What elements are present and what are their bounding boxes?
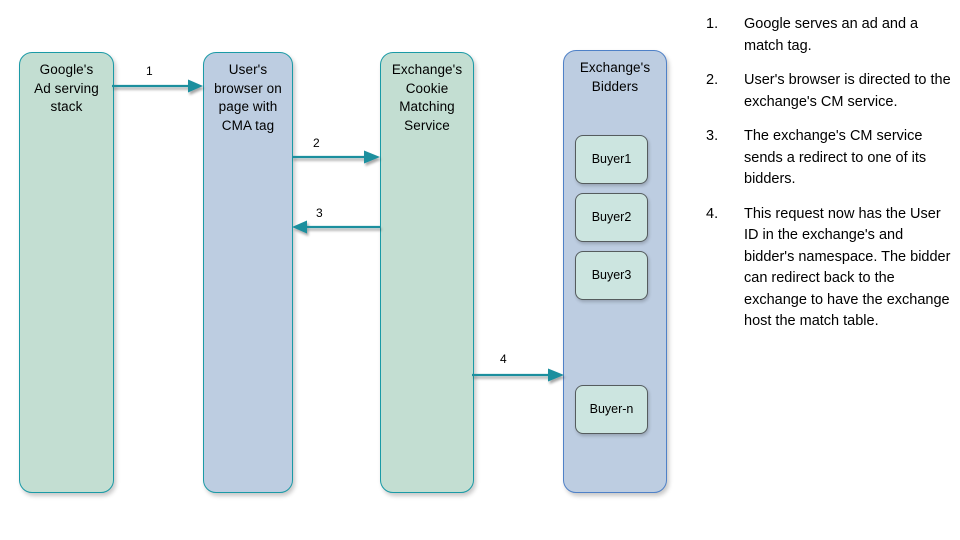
buyer-box: Buyer3 [575,251,648,300]
node-label: Exchange's Cookie Matching Service [391,62,463,133]
buyer-label: Buyer3 [591,268,632,282]
step-item: 1. Google serves an ad and a match tag. [706,14,954,57]
arrow-4-label: 4 [500,352,507,366]
buyer-box: Buyer1 [575,135,648,184]
buyer-box: Buyer2 [575,193,648,242]
steps-list: 1. Google serves an ad and a match tag. … [706,14,954,346]
arrow-1-line [112,79,203,93]
step-item: 4. This request now has the User ID in t… [706,204,954,333]
arrow-2-label: 2 [313,136,320,150]
node-label: Exchange's Bidders [579,60,651,94]
step-number: 3. [706,128,719,144]
step-item: 2. User's browser is directed to the exc… [706,70,954,113]
step-item: 3. The exchange's CM service sends a red… [706,126,954,191]
arrow-3-label: 3 [316,206,323,220]
step-number: 1. [706,16,719,32]
arrow-3-line [292,220,380,234]
node-user-browser: User's browser on page with CMA tag [203,52,293,493]
step-text: This request now has the User ID in the … [744,205,951,330]
node-label: User's browser on page with CMA tag [214,62,282,133]
arrow-2-line [292,150,380,164]
step-text: User's browser is directed to the exchan… [744,72,951,110]
step-number: 2. [706,72,719,88]
step-text: The exchange's CM service sends a redire… [744,128,927,187]
node-google-ad-serving-stack: Google's Ad serving stack [19,52,114,493]
node-exchange-cookie-matching-service: Exchange's Cookie Matching Service [380,52,474,493]
buyer-label: Buyer2 [591,210,632,224]
step-text: Google serves an ad and a match tag. [744,16,919,54]
arrow-1-label: 1 [146,64,153,78]
node-label: Google's Ad serving stack [34,62,99,114]
buyer-label: Buyer-n [589,402,634,416]
buyer-box: Buyer-n [575,385,648,434]
step-number: 4. [706,205,719,222]
buyer-label: Buyer1 [591,152,632,166]
arrow-4-line [472,368,564,382]
